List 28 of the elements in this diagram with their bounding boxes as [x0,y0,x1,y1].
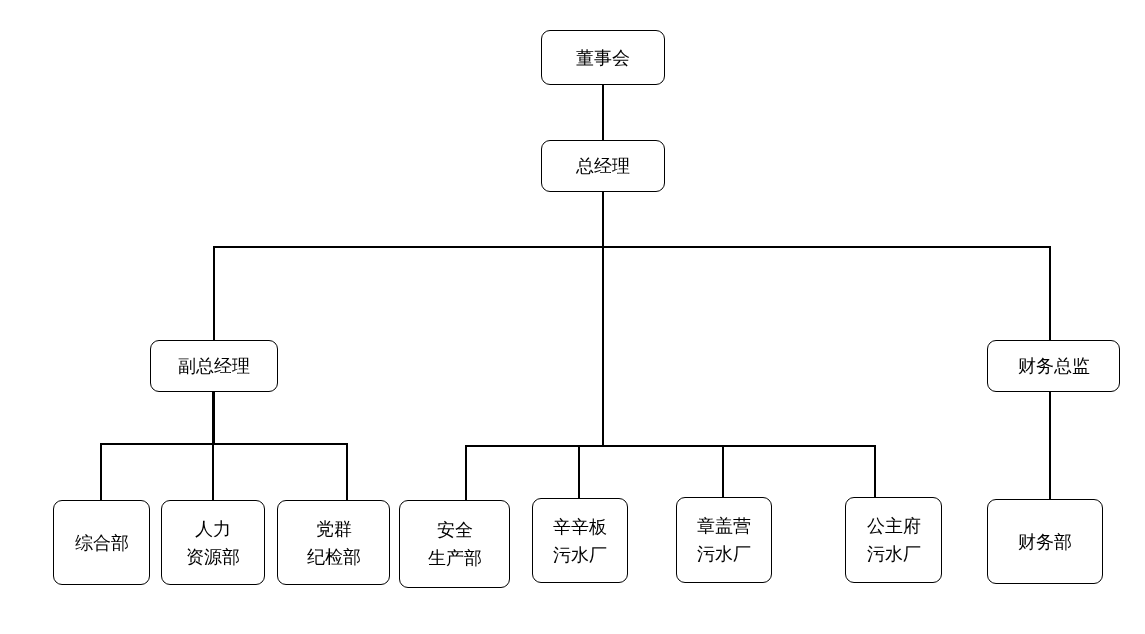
box-label: 人力资源部 [186,516,240,569]
connector-line [602,84,604,141]
connector-line [212,391,214,501]
box-label: 总经理 [576,154,630,178]
box-label: 安全生产部 [427,518,482,570]
org-box [987,499,1103,584]
org-box [150,340,278,392]
org-box [987,340,1120,392]
org-box [676,497,772,583]
org-box [277,500,390,585]
box-label: 公主府污水厂 [866,514,921,566]
org-box [541,140,665,192]
box-label: 党群纪检部 [306,516,361,569]
org-box [53,500,150,585]
org-box [845,497,942,583]
org-box [532,498,628,583]
connector-line [213,391,348,501]
org-box [399,500,510,588]
box-label: 章盖营污水厂 [697,514,751,566]
box-label: 财务总监 [1017,354,1090,378]
connector-line [1049,391,1051,500]
box-label: 辛辛板污水厂 [553,514,607,567]
box-label: 董事会 [576,45,630,70]
org-box [541,30,665,85]
box-label: 副总经理 [178,354,250,378]
box-label: 财务部 [1018,529,1072,554]
org-box [161,500,265,585]
box-label: 综合部 [74,530,129,555]
